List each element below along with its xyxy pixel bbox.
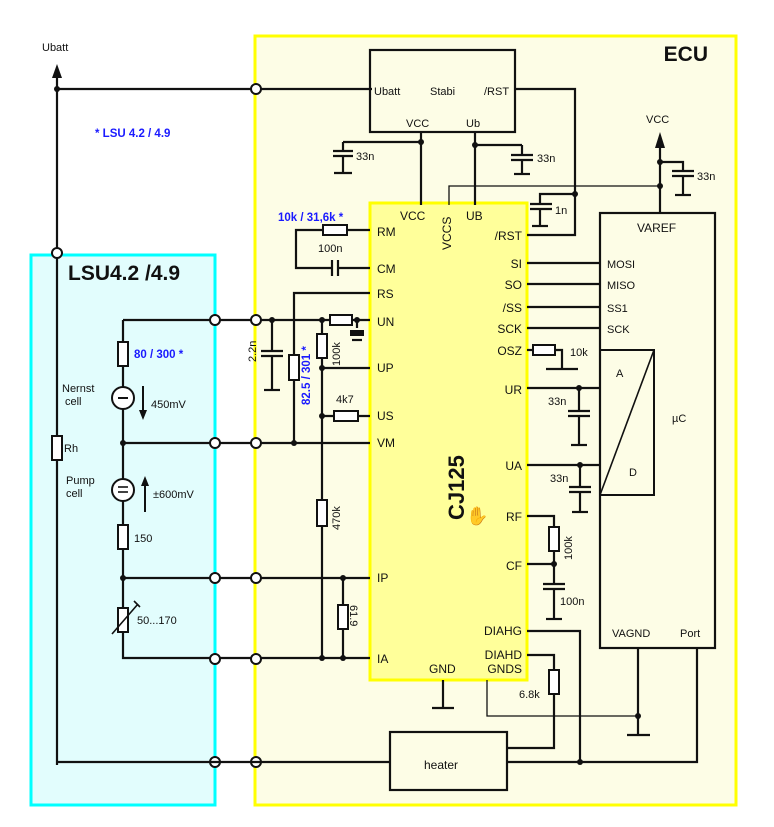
terminal bbox=[51, 247, 63, 259]
res-nernst-label: 80 / 300 * bbox=[134, 349, 184, 361]
pin-diahg: DIAHG bbox=[484, 624, 522, 638]
res-4k7-label: 4k7 bbox=[336, 394, 354, 406]
mcu-port: Port bbox=[680, 628, 700, 640]
arrow-down-icon bbox=[139, 410, 147, 420]
pump-cell-icon bbox=[111, 478, 135, 502]
pin-ss: /SS bbox=[503, 301, 522, 315]
pin-rst: /RST bbox=[495, 229, 523, 243]
pin-sck: SCK bbox=[497, 322, 522, 336]
cap-1n: 1n bbox=[555, 205, 567, 217]
res-rm-label: 10k / 31,6k * bbox=[278, 212, 344, 224]
pump-label-2: cell bbox=[66, 488, 83, 500]
res-6k8-label: 6.8k bbox=[519, 689, 540, 701]
pin-vm: VM bbox=[377, 436, 395, 450]
cap-33n-varef: 33n bbox=[697, 171, 715, 183]
mcu-sck: SCK bbox=[607, 324, 630, 336]
pin-us: US bbox=[377, 409, 394, 423]
res-61-9-label: 61.9 bbox=[347, 605, 359, 626]
res-rh-label: Rh bbox=[64, 443, 78, 455]
mcu-ss1: SS1 bbox=[607, 303, 628, 315]
pin-ur: UR bbox=[505, 383, 523, 397]
pin-rm: RM bbox=[377, 225, 396, 239]
cap-33n-ub: 33n bbox=[537, 153, 555, 165]
adc-block bbox=[599, 349, 655, 496]
res-rs-label: 82.5 / 301 * bbox=[301, 346, 313, 405]
res-10k-label: 10k bbox=[570, 347, 588, 359]
res-470k-label: 470k bbox=[331, 506, 343, 530]
res-trim-label: 50...170 bbox=[137, 615, 177, 627]
stabi-name: Stabi bbox=[430, 86, 455, 98]
pin-osz: OSZ bbox=[497, 344, 522, 358]
adc-a: A bbox=[616, 368, 624, 380]
nernst-voltage: 450mV bbox=[151, 399, 187, 411]
mcu-vagnd: VAGND bbox=[612, 628, 650, 640]
pin-gnd: GND bbox=[429, 662, 456, 676]
pin-ua: UA bbox=[505, 459, 522, 473]
nernst-label-1: Nernst bbox=[62, 383, 94, 395]
lsu-note: * LSU 4.2 / 4.9 bbox=[95, 128, 170, 140]
stabi-ubatt: Ubatt bbox=[374, 86, 400, 98]
cap-2n2-label: 2.2n bbox=[247, 341, 259, 362]
vcc-label: VCC bbox=[646, 114, 669, 126]
stabi-block bbox=[368, 48, 517, 134]
pin-cf: CF bbox=[506, 559, 522, 573]
mcu-mosi: MOSI bbox=[607, 259, 635, 271]
hand-cursor-icon: ✋ bbox=[466, 505, 488, 526]
pin-diahd: DIAHD bbox=[485, 648, 523, 662]
cap-33n-ua: 33n bbox=[550, 473, 568, 485]
terminal bbox=[250, 83, 262, 95]
pin-cm: CM bbox=[377, 262, 396, 276]
nernst-label-2: cell bbox=[65, 396, 82, 408]
arrow-up-icon bbox=[141, 476, 149, 486]
ubatt-arrow-icon bbox=[52, 64, 62, 78]
connector-terminals bbox=[209, 314, 262, 768]
pin-gnds: GNDS bbox=[487, 662, 522, 676]
pin-vccs: VCCS bbox=[440, 217, 454, 250]
pin-vcc: VCC bbox=[400, 209, 426, 223]
lsu-title: LSU4.2 /4.9 bbox=[68, 262, 180, 285]
cap-100n-cf: 100n bbox=[560, 596, 584, 608]
ecu-title: ECU bbox=[664, 43, 708, 66]
res-150-label: 150 bbox=[134, 533, 152, 545]
pin-un: UN bbox=[377, 315, 394, 329]
stabi-rst: /RST bbox=[484, 86, 509, 98]
pin-si: SI bbox=[511, 257, 522, 271]
pump-label-1: Pump bbox=[66, 475, 95, 487]
ubatt-label: Ubatt bbox=[42, 42, 68, 54]
stabi-vcc: VCC bbox=[406, 118, 429, 130]
pin-so: SO bbox=[505, 278, 522, 292]
pin-ip: IP bbox=[377, 571, 388, 585]
pin-rs: RS bbox=[377, 287, 394, 301]
cap-33n-vcc: 33n bbox=[356, 151, 374, 163]
cap-cm-label: 100n bbox=[318, 243, 342, 255]
pump-voltage: ±600mV bbox=[153, 489, 195, 501]
cap-33n-ur: 33n bbox=[548, 396, 566, 408]
res-100k-rf: 100k bbox=[563, 536, 575, 560]
pin-up: UP bbox=[377, 361, 394, 375]
pin-rf: RF bbox=[506, 510, 522, 524]
pin-ub: UB bbox=[466, 209, 483, 223]
pin-ia: IA bbox=[377, 652, 388, 666]
mcu-varef: VAREF bbox=[637, 221, 676, 235]
res-100k-un: 100k bbox=[331, 342, 343, 366]
adc-d: D bbox=[629, 467, 637, 479]
vcc-arrow-icon bbox=[655, 132, 665, 148]
mcu-miso: MISO bbox=[607, 280, 636, 292]
stabi-ub: Ub bbox=[466, 118, 480, 130]
mcu-name: µC bbox=[672, 413, 686, 425]
chip-name: CJ125 bbox=[444, 455, 469, 520]
heater-label: heater bbox=[424, 758, 458, 772]
